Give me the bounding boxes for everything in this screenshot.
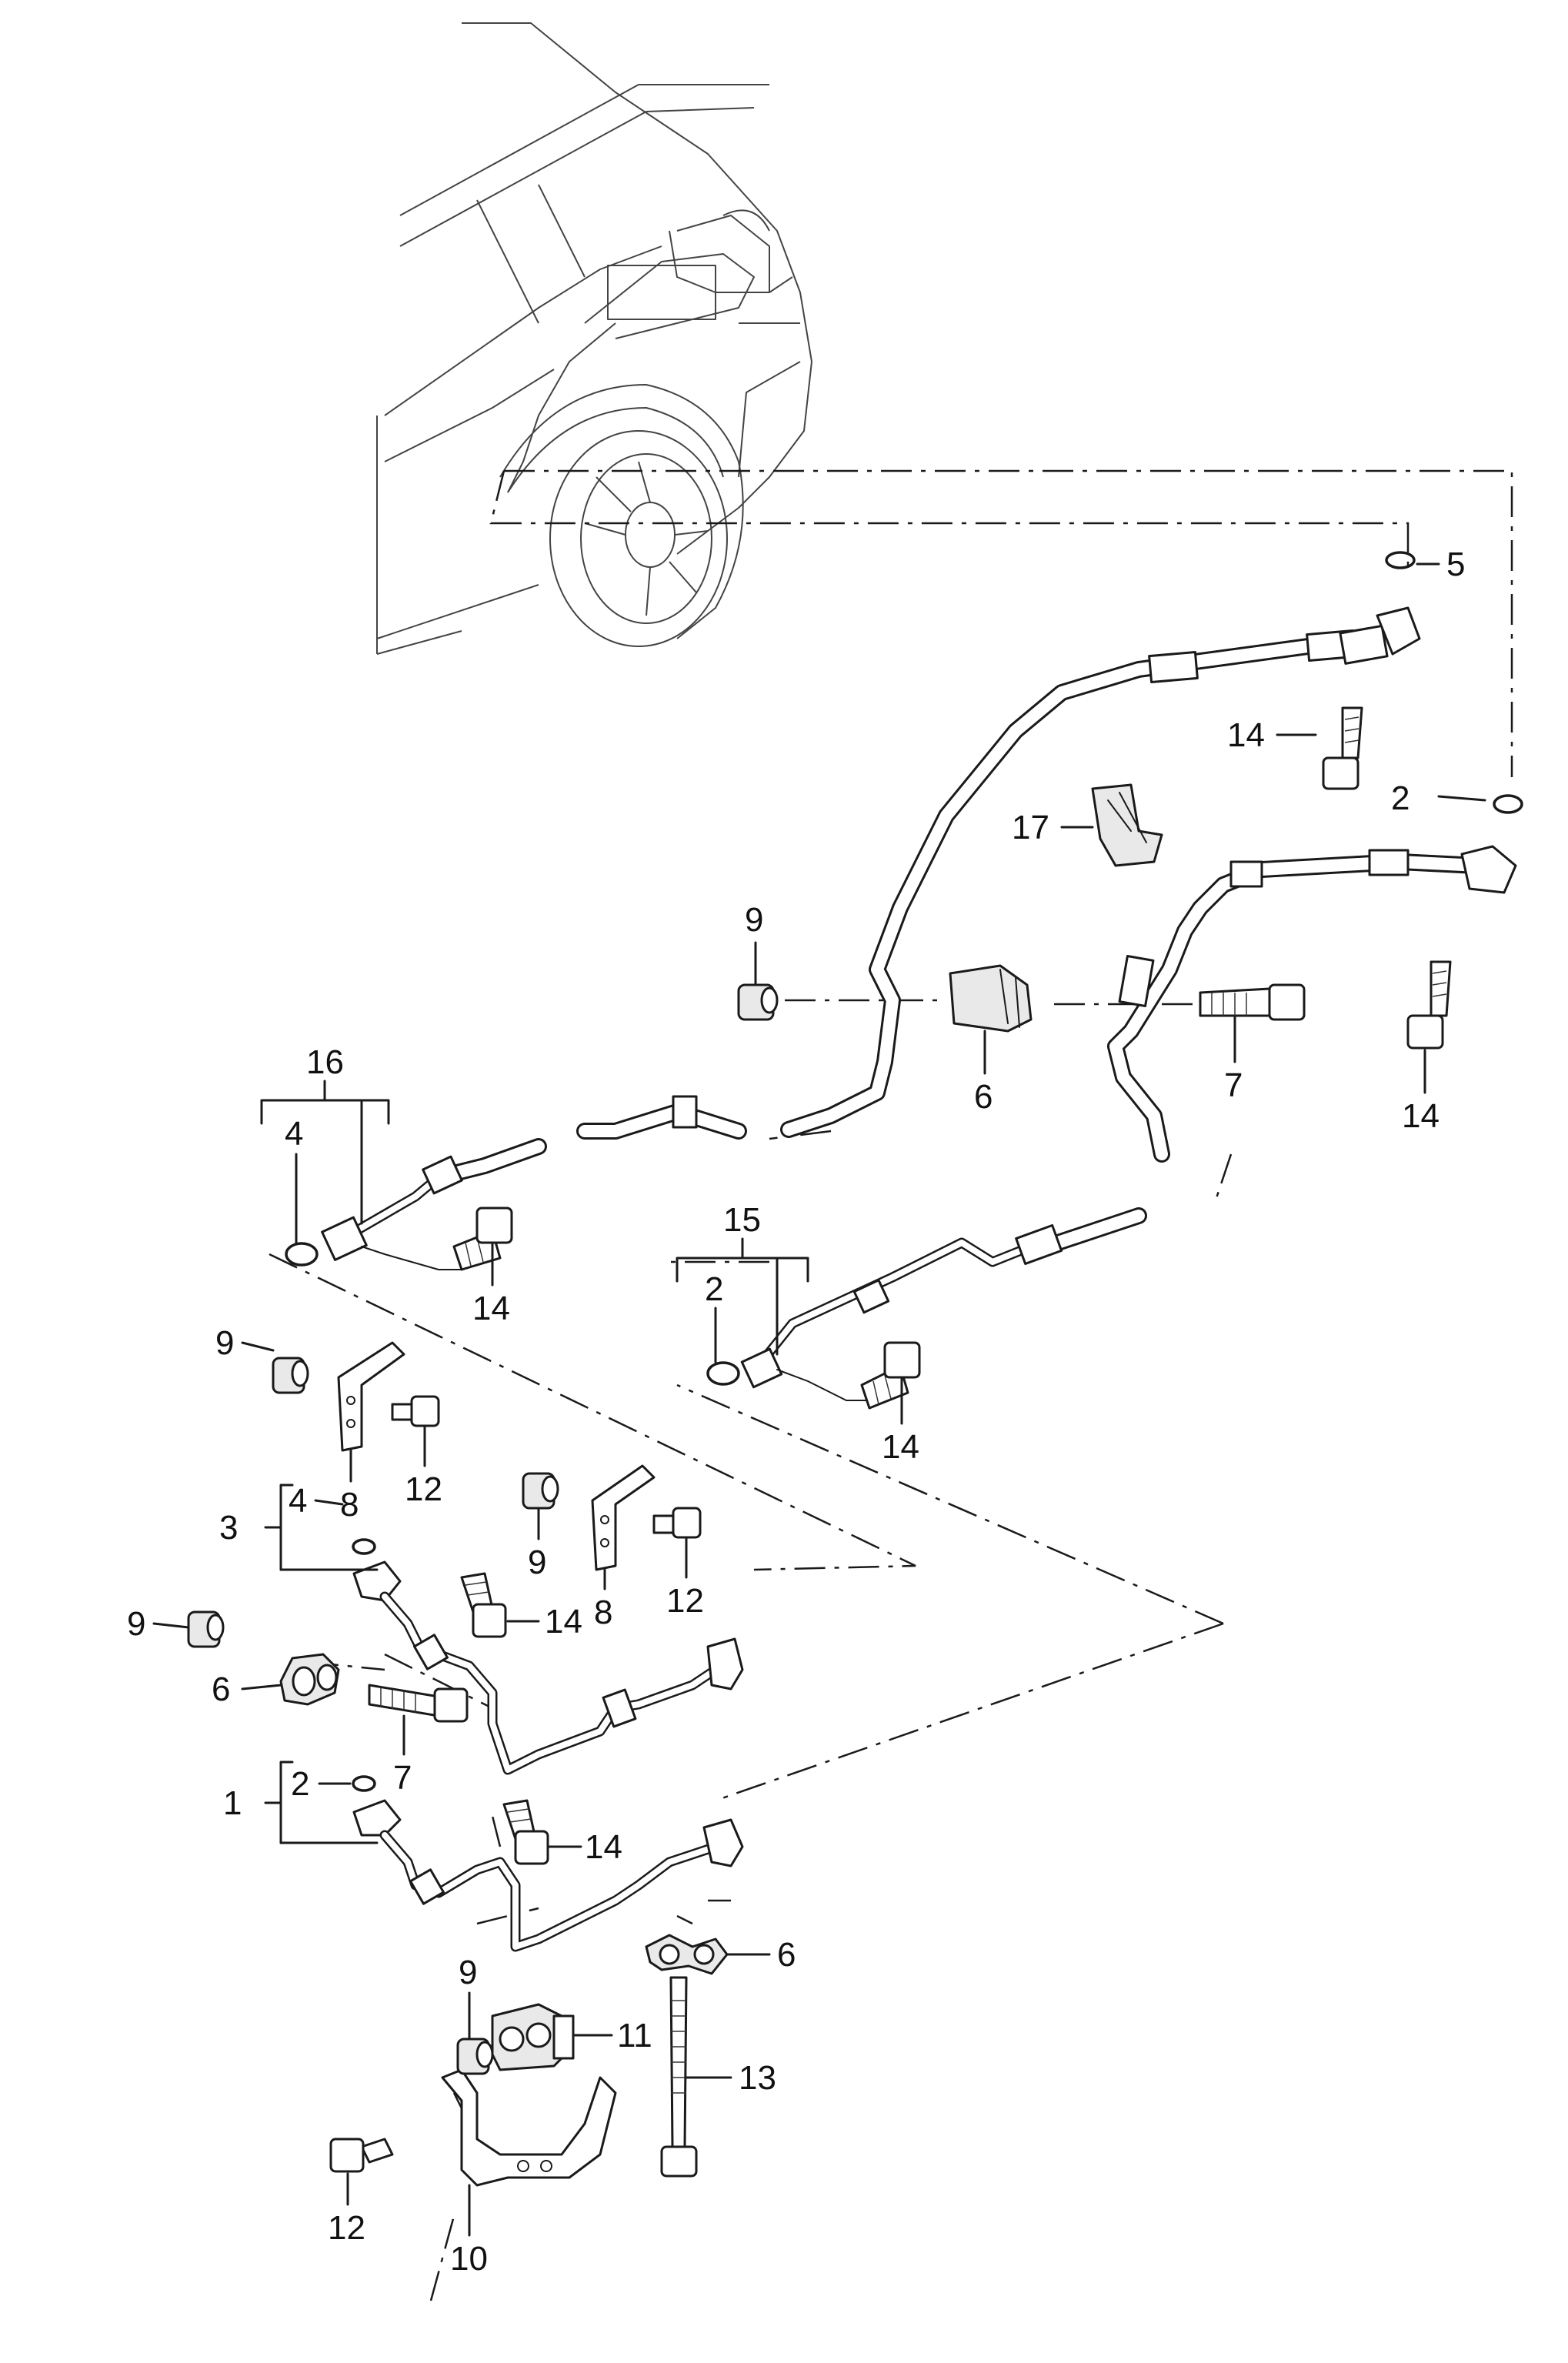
callout-8-left: 8 <box>340 1486 359 1524</box>
callout-14-pipe-1: 14 <box>585 1828 622 1866</box>
callout-14-top: 14 <box>1227 716 1265 754</box>
o-ring-2-mid <box>706 1361 740 1386</box>
vehicle-rear-quarter-illustration <box>376 22 812 655</box>
callout-16: 16 <box>306 1043 344 1081</box>
nut-9-left-3 <box>187 1610 225 1648</box>
callout-4-upper: 4 <box>285 1115 303 1153</box>
bolt-13 <box>660 1976 698 2178</box>
clip-17 <box>1091 783 1163 867</box>
callout-7-lower: 7 <box>393 1759 412 1797</box>
clamp-6-upper <box>949 964 1033 1033</box>
callout-6-mid: 6 <box>212 1670 230 1708</box>
callout-8-mid: 8 <box>594 1594 612 1631</box>
nut-9-lower <box>456 2038 494 2075</box>
hose-assembly-15 <box>740 849 1486 1401</box>
fitting-right <box>1406 845 1517 1050</box>
hose-assembly-16 <box>321 629 1356 1270</box>
callout-9-left-1: 9 <box>215 1324 234 1362</box>
bracket-10 <box>441 2068 617 2187</box>
o-ring-4-left <box>285 1242 319 1267</box>
bolt-12-lower <box>329 2138 394 2173</box>
callout-14-right: 14 <box>1402 1097 1440 1135</box>
bolt-14-top <box>1322 706 1363 790</box>
callout-12-mid: 12 <box>666 1582 704 1620</box>
callout-7-upper: 7 <box>1224 1066 1243 1104</box>
nut-9-left-1 <box>272 1357 309 1394</box>
callout-1: 1 <box>223 1784 242 1822</box>
callout-10: 10 <box>450 2240 488 2278</box>
callout-12-left: 12 <box>405 1470 442 1508</box>
clamp-6-mid <box>279 1653 340 1706</box>
bolt-14-pipe-3 <box>460 1572 507 1638</box>
callout-9-left-2: 9 <box>528 1544 546 1581</box>
o-ring-2-top <box>1493 794 1523 814</box>
callout-17: 17 <box>1012 809 1049 846</box>
callout-6-lower: 6 <box>777 1936 796 1974</box>
bracket-8-left <box>337 1341 405 1452</box>
nut-9-left-2 <box>522 1472 559 1510</box>
bracket-8-mid <box>591 1464 656 1571</box>
bolt-14-mid <box>860 1341 921 1410</box>
pipe-assembly-3 <box>352 1538 744 1775</box>
callout-12-lower: 12 <box>328 2209 365 2247</box>
callout-9-left-3: 9 <box>127 1605 145 1643</box>
fitting-top-right <box>1339 551 1421 665</box>
callout-14-pipe-3: 14 <box>545 1603 582 1640</box>
callout-2-mid: 2 <box>705 1270 723 1308</box>
holder-11 <box>491 2003 575 2071</box>
callout-labels: 5 14 2 17 9 6 7 14 16 4 14 15 2 14 9 8 1… <box>127 546 1465 2278</box>
bolt-12-left <box>391 1395 440 1427</box>
callout-13: 13 <box>739 2059 776 2097</box>
bolt-14-pipe-1 <box>502 1799 549 1865</box>
bolt-14-left <box>452 1207 513 1271</box>
callout-9-upper: 9 <box>745 901 763 939</box>
callout-14-mid: 14 <box>882 1428 919 1466</box>
nut-9-upper <box>737 983 779 1021</box>
bolt-7-upper <box>1199 983 1306 1021</box>
pipe-assembly-1 <box>352 1775 744 1952</box>
leader-lines <box>152 562 1486 2237</box>
callout-3: 3 <box>219 1509 238 1547</box>
callout-4-lower: 4 <box>289 1482 307 1520</box>
bolt-7-lower <box>368 1684 469 1723</box>
callout-5: 5 <box>1446 546 1465 583</box>
callout-2-lower: 2 <box>291 1765 309 1803</box>
callout-9-lower: 9 <box>459 1954 477 1991</box>
callout-11: 11 <box>617 2017 652 2054</box>
bolt-12-mid <box>652 1507 702 1539</box>
callout-14-left: 14 <box>472 1290 510 1327</box>
clip-6-lower <box>645 1934 729 1975</box>
callout-15: 15 <box>723 1201 761 1239</box>
callout-2-top-right: 2 <box>1391 779 1410 817</box>
callout-6-upper: 6 <box>974 1078 993 1116</box>
